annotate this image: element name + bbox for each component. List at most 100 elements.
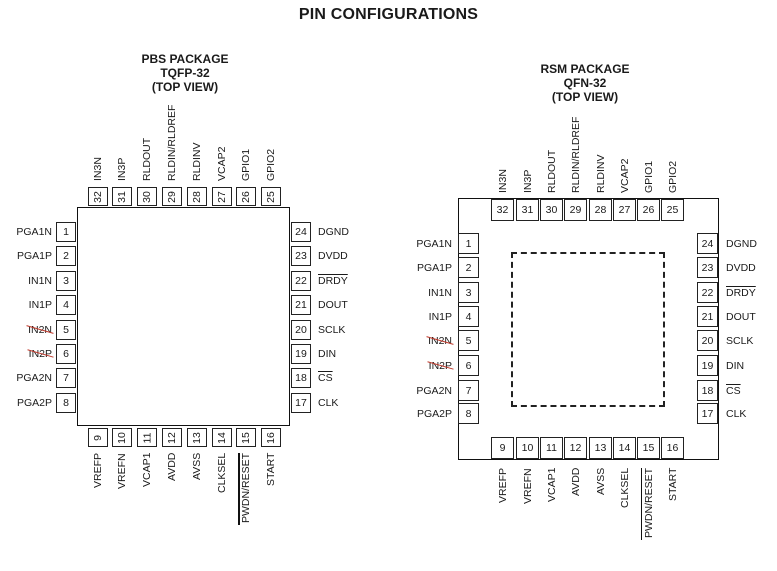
pin-label-left: IN2N: [28, 324, 52, 336]
pin-label-left: IN2P: [429, 360, 452, 372]
pin-number: 26: [642, 204, 655, 216]
pin-name: PGA1N: [16, 226, 52, 238]
pin-number: 22: [295, 275, 307, 287]
pin-name: IN3P: [116, 157, 128, 181]
pin-box: 15: [637, 437, 660, 459]
pin-label-bottom: CLKSEL: [216, 453, 228, 493]
pin-label-right: SCLK: [726, 335, 753, 347]
pin-name: DIN: [318, 348, 337, 360]
pin-label-right: DIN: [318, 348, 336, 360]
pin-number: 1: [63, 226, 69, 238]
pin-box: 1: [56, 222, 76, 242]
pin-number: 18: [295, 372, 307, 384]
pwdn-overbar: [238, 453, 240, 526]
pin-box: 13: [589, 437, 612, 459]
pin-label-top: VCAP2: [216, 147, 228, 181]
pin-name: RLDINV: [594, 154, 607, 193]
pin-box: 24: [291, 222, 311, 242]
pin-number: 1: [465, 237, 472, 250]
pin-number: 10: [116, 431, 128, 444]
pin-box: 31: [516, 199, 539, 221]
pin-label-right: SCLK: [318, 324, 345, 336]
pbs-package-body: [77, 207, 290, 426]
pin-number: 22: [701, 286, 714, 299]
pin-box: 26: [637, 199, 660, 221]
pin-box: 19: [697, 355, 718, 376]
pin-number: 15: [642, 442, 655, 454]
pin-number: 25: [666, 204, 679, 216]
pin-number: 4: [465, 310, 472, 323]
pin-label-bottom: VCAP1: [546, 468, 558, 502]
pin-number: 17: [295, 397, 307, 409]
pin-name: VCAP1: [545, 468, 558, 503]
pin-name: IN3N: [496, 169, 509, 193]
pin-name: GPIO1: [240, 148, 252, 181]
pin-label-top: IN3P: [522, 170, 534, 193]
pin-box: 11: [137, 428, 157, 447]
pin-label-left: IN1P: [429, 311, 452, 323]
pin-name: DGND: [726, 237, 757, 250]
pin-name: VREFP: [92, 453, 104, 489]
pin-label-left: PGA2P: [417, 408, 452, 420]
pin-box: 5: [458, 330, 479, 351]
pin-box: 11: [540, 437, 563, 459]
pin-number: 2: [63, 250, 69, 262]
pin-label-top: RLDOUT: [141, 138, 153, 181]
pin-number: 27: [216, 190, 228, 203]
pin-label-right: DOUT: [726, 311, 756, 323]
pin-box: 30: [540, 199, 563, 221]
pin-name: IN1N: [428, 286, 452, 299]
pin-name: AVDD: [569, 468, 582, 497]
pin-number: 30: [141, 190, 153, 203]
pin-name: PGA1P: [16, 250, 52, 262]
pin-label-bottom: VREFP: [497, 468, 509, 503]
pin-name: VREFN: [116, 453, 128, 489]
pin-label-right: DVDD: [318, 250, 348, 262]
pin-box: 4: [458, 306, 479, 327]
pin-box: 30: [137, 187, 157, 206]
pin-name: PGA2N: [416, 384, 452, 397]
rsm-package-title: RSM PACKAGE: [540, 62, 630, 76]
pin-name: DOUT: [726, 310, 756, 323]
pin-name: CS: [726, 384, 741, 397]
pin-box: 25: [661, 199, 684, 221]
pin-number: 17: [701, 407, 714, 420]
pin-number: 20: [295, 324, 307, 336]
pin-number: 4: [63, 299, 69, 311]
pin-name: IN3N: [92, 157, 104, 181]
pin-label-top: RLDIN/RLDREF: [570, 117, 582, 193]
pin-box: 28: [589, 199, 612, 221]
pin-name: VCAP2: [618, 158, 631, 193]
pin-name: CS: [318, 372, 333, 384]
pin-label-left: IN1N: [428, 287, 452, 299]
pin-label-top: GPIO2: [265, 149, 277, 181]
pin-box: 9: [491, 437, 514, 459]
pin-name: IN1N: [28, 275, 52, 287]
pin-label-top: IN3N: [92, 157, 104, 181]
pin-box: 2: [458, 257, 479, 278]
pin-name: RLDIN/RLDREF: [166, 104, 178, 181]
pin-number: 19: [295, 348, 307, 360]
pin-name: PGA1N: [416, 237, 452, 250]
pin-name: CLKSEL: [618, 468, 631, 509]
pin-name: RLDIN/RLDREF: [569, 116, 582, 193]
pin-name: DVDD: [318, 250, 348, 262]
pin-box: 13: [187, 428, 207, 447]
pin-box: 27: [613, 199, 636, 221]
pin-box: 4: [56, 295, 76, 315]
pin-number: 24: [295, 226, 307, 238]
pin-box: 8: [56, 393, 76, 413]
pin-box: 19: [291, 344, 311, 364]
pin-name: START: [666, 468, 679, 502]
pin-label-left: PGA2P: [17, 397, 52, 409]
pin-box: 5: [56, 320, 76, 340]
pin-name: SCLK: [726, 334, 754, 347]
pin-number: 6: [63, 348, 69, 360]
pin-number: 13: [594, 442, 607, 454]
pin-label-bottom: VCAP1: [141, 453, 153, 487]
pin-number: 26: [240, 190, 252, 203]
pin-name: PWDN/RESET: [642, 468, 655, 539]
pin-number: 16: [666, 442, 679, 454]
pin-box: 17: [291, 393, 311, 413]
pin-number: 31: [521, 204, 534, 216]
